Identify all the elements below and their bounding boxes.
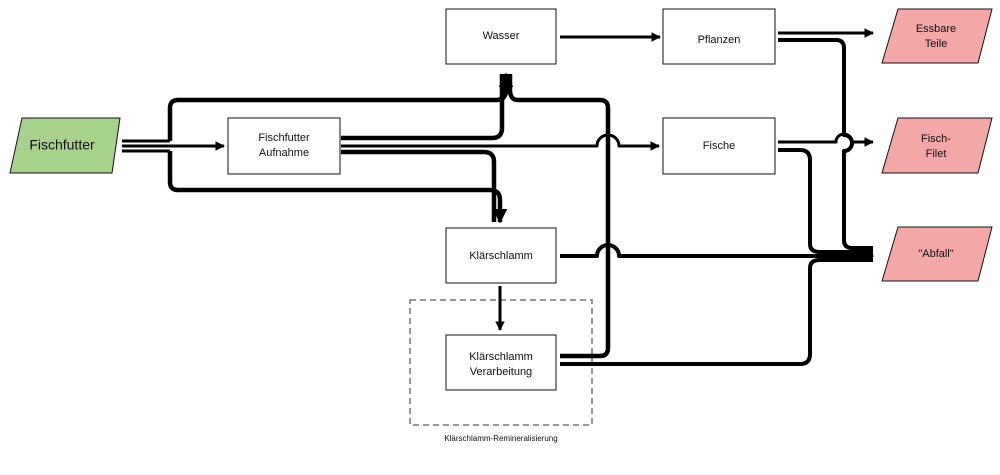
node-verarbeitung: Klärschlamm Verarbeitung (445, 334, 557, 391)
edge-verarbeitung-abfall (560, 258, 873, 366)
filet-label-1: Fisch- (921, 133, 951, 145)
edge-klaerschlamm-abfall (560, 243, 875, 263)
edge-fischfutter-wasser (167, 72, 514, 141)
edge-aufnahme-wasser (341, 74, 505, 141)
aufnahme-label-1: Fischfutter (258, 132, 310, 144)
node-essbare-teile: Essbare Teile (881, 8, 993, 64)
edge-pflanzen-abfall (778, 38, 873, 250)
filet-label-2: Filet (926, 148, 947, 160)
verarbeitung-label-2: Verarbeitung (470, 366, 532, 378)
edge-fische-filet (778, 132, 874, 147)
verarbeitung-label-1: Klärschlamm (469, 351, 533, 363)
fischfutter-label: Fischfutter (29, 137, 95, 153)
wasser-label: Wasser (483, 30, 520, 42)
edge-aufnahme-klaerschlamm (341, 149, 497, 222)
connectors (122, 28, 875, 366)
klaerschlamm-label: Klärschlamm (469, 250, 533, 262)
group-label: Klärschlamm-Remineralisierung (444, 434, 557, 443)
edge-fische-abfall (778, 148, 873, 254)
essbare-label-2: Teile (925, 38, 948, 50)
edge-verarbeitung-wasser (507, 74, 611, 359)
node-fischfutter: Fischfutter (9, 117, 121, 174)
pflanzen-label: Pflanzen (698, 34, 741, 46)
node-fisch-filet: Fisch- Filet (881, 117, 993, 174)
node-aufnahme: Fischfutter Aufnahme (227, 117, 341, 175)
essbare-label-1: Essbare (916, 23, 956, 35)
aufnahme-label-2: Aufnahme (259, 147, 309, 159)
fische-label: Fische (703, 140, 735, 152)
edge-fischfutter-klaerschlamm (167, 151, 508, 224)
node-abfall: "Abfall" (881, 226, 993, 282)
node-klaerschlamm: Klärschlamm (445, 227, 557, 284)
abfall-label: "Abfall" (918, 248, 953, 260)
node-fische: Fische (662, 117, 776, 175)
node-pflanzen: Pflanzen (662, 8, 776, 65)
node-wasser: Wasser (445, 8, 557, 65)
